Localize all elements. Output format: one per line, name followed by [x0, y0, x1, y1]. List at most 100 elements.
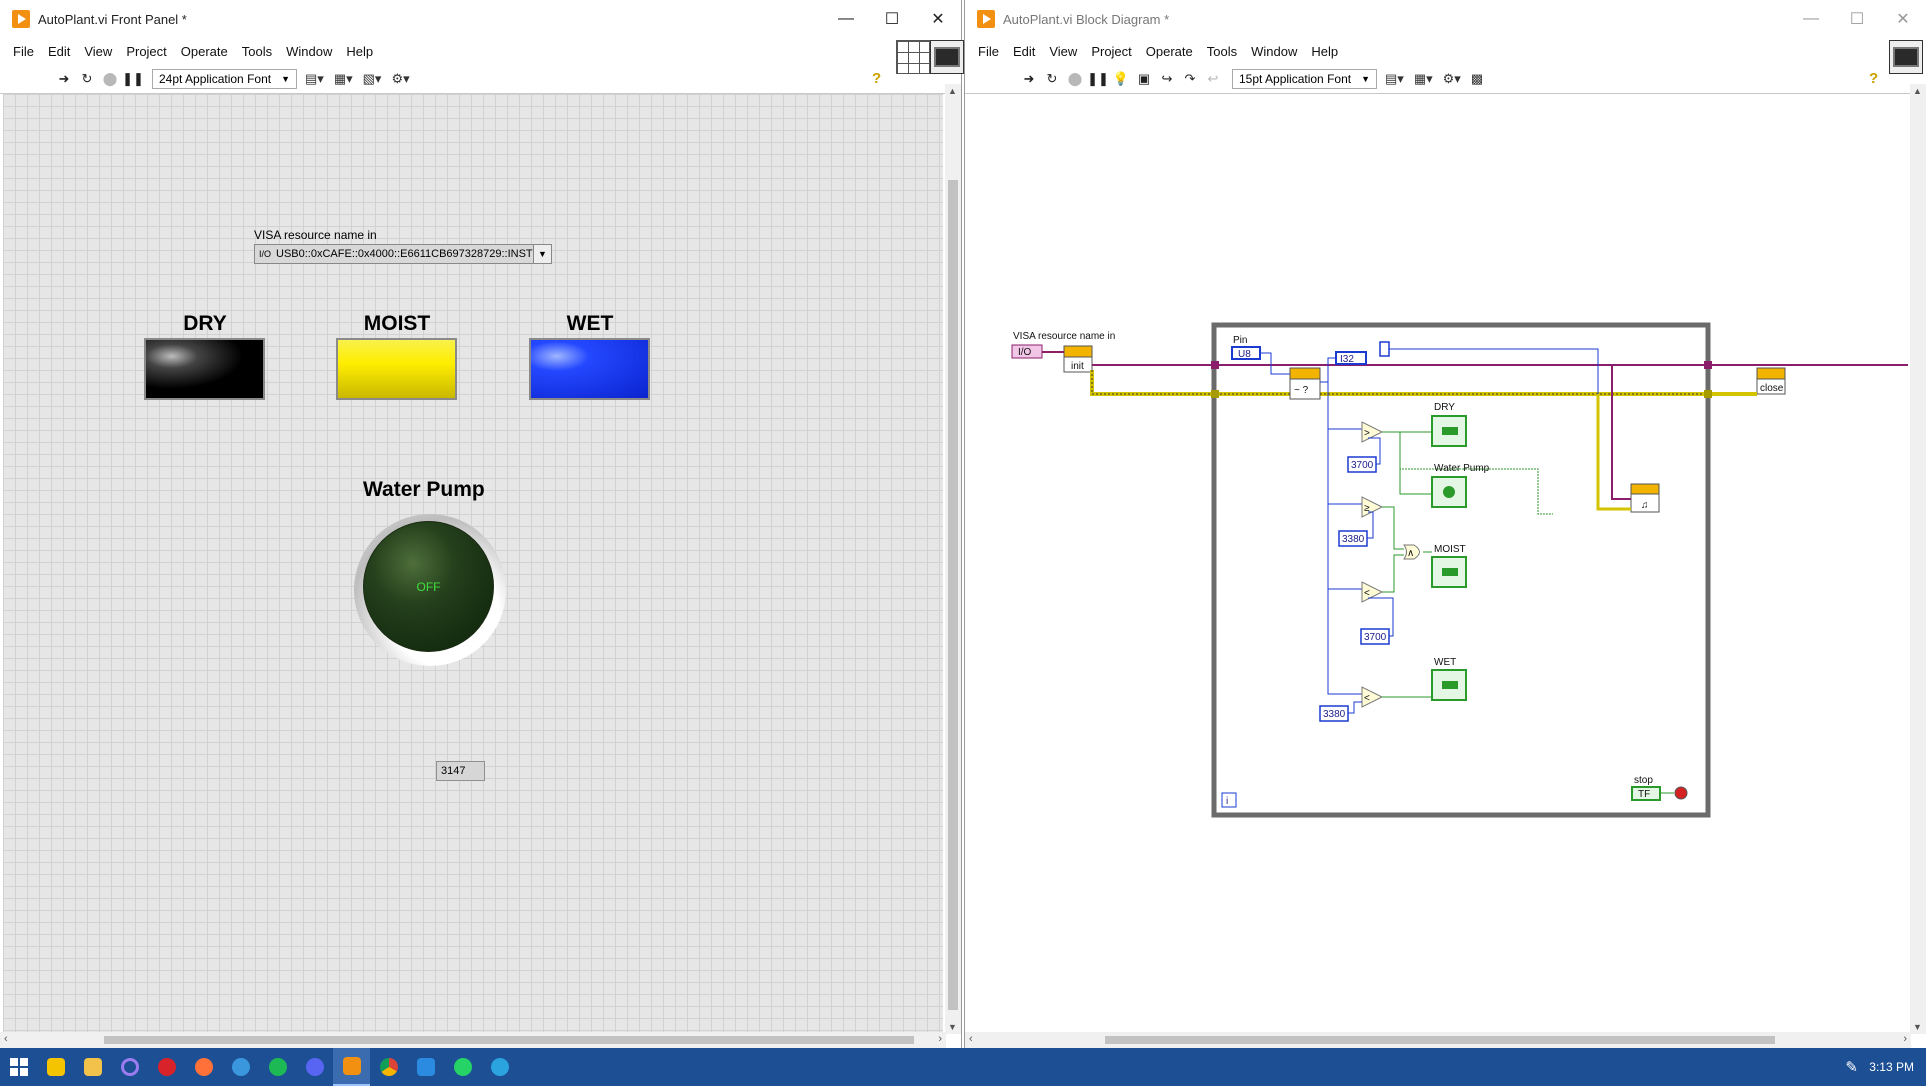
fp-vertical-scrollbar[interactable]: ▲ ▼	[945, 84, 961, 1034]
maximize-button[interactable]: ☐	[884, 11, 900, 28]
run-continuously-icon[interactable]: ↻	[1046, 70, 1058, 86]
chrome-taskbar-item[interactable]	[370, 1048, 407, 1086]
menu-project[interactable]: Project	[1091, 43, 1132, 59]
step-into-icon[interactable]: ↪	[1161, 70, 1173, 86]
align-objects-icon[interactable]: ▤▾	[305, 70, 324, 86]
whatsapp-taskbar-item[interactable]	[444, 1048, 481, 1086]
front-panel-window[interactable]: AutoPlant.vi Front Panel * — ☐ ✕ File Ed…	[0, 0, 964, 1048]
cortana-taskbar-item[interactable]	[111, 1048, 148, 1086]
font-selector[interactable]: 24pt Application Font ▼	[152, 68, 297, 89]
menu-help[interactable]: Help	[1311, 43, 1339, 59]
while-loop[interactable]	[1211, 322, 1711, 818]
wet-led[interactable]	[529, 338, 650, 400]
close-button[interactable]: ✕	[931, 11, 945, 28]
water-pump-indicator[interactable]: OFF	[363, 521, 494, 652]
start-button[interactable]	[0, 1048, 37, 1086]
minimize-button[interactable]: —	[1803, 10, 1819, 27]
moist-led[interactable]	[336, 338, 457, 400]
context-help-icon[interactable]: ?	[872, 70, 882, 87]
dry-comparator[interactable]	[1361, 421, 1384, 443]
fp-titlebar[interactable]: AutoPlant.vi Front Panel * — ☐ ✕	[0, 0, 961, 38]
menu-edit[interactable]: Edit	[1012, 43, 1036, 59]
menu-window[interactable]: Window	[1251, 43, 1298, 59]
scroll-up-icon[interactable]: ▲	[948, 86, 957, 96]
fp-hscroll-thumb[interactable]	[104, 1036, 914, 1044]
reorder-icon[interactable]: ⚙▾	[391, 70, 410, 86]
scroll-down-icon[interactable]: ▼	[948, 1022, 957, 1032]
cleanup-diagram-icon[interactable]: ▩	[1470, 70, 1484, 86]
resize-objects-icon[interactable]: ▧▾	[362, 70, 382, 86]
menu-file[interactable]: File	[13, 43, 34, 59]
run-arrow-icon[interactable]: ➜	[1023, 70, 1035, 86]
visa-resource-control[interactable]: I/O USB0::0xCAFE::0x4000::E6611CB6973287…	[254, 244, 552, 264]
align-objects-icon[interactable]: ▤▾	[1385, 70, 1404, 86]
and-gate[interactable]	[1403, 544, 1420, 560]
distribute-objects-icon[interactable]: ▦▾	[1413, 70, 1433, 86]
step-out-icon[interactable]: ↩	[1207, 70, 1219, 86]
retain-wire-values-icon[interactable]: ▣	[1137, 70, 1151, 86]
moist-high-comparator[interactable]	[1361, 581, 1384, 603]
menu-operate[interactable]: Operate	[180, 43, 228, 59]
bd-hscroll-thumb[interactable]	[1105, 1036, 1775, 1044]
distribute-objects-icon[interactable]: ▦▾	[333, 70, 353, 86]
menu-project[interactable]: Project	[126, 43, 167, 59]
write-subvi[interactable]	[1630, 493, 1660, 513]
run-arrow-icon[interactable]: ➜	[58, 70, 70, 86]
abort-icon[interactable]: ⬤	[102, 70, 118, 86]
highlight-execution-icon[interactable]: 💡	[1112, 70, 1130, 86]
bd-horizontal-scrollbar[interactable]: ‹ ›	[965, 1032, 1911, 1048]
taskbar-clock[interactable]: 3:13 PM	[1869, 1060, 1914, 1074]
analog-read-subvi[interactable]	[1289, 378, 1321, 400]
pen-workspace-icon[interactable]: ✎	[1845, 1059, 1858, 1076]
minimize-button[interactable]: —	[838, 10, 854, 27]
firefox-taskbar-item[interactable]	[185, 1048, 222, 1086]
menu-edit[interactable]: Edit	[47, 43, 71, 59]
file-explorer-taskbar-item[interactable]	[74, 1048, 111, 1086]
block-diagram-window[interactable]: AutoPlant.vi Block Diagram * — ☐ ✕ File …	[964, 0, 1926, 1048]
scroll-right-icon[interactable]: ›	[938, 1033, 942, 1045]
menu-tools[interactable]: Tools	[241, 43, 273, 59]
scroll-left-icon[interactable]: ‹	[4, 1033, 8, 1045]
vi-icon[interactable]	[930, 40, 964, 74]
menu-help[interactable]: Help	[346, 43, 374, 59]
fp-vscroll-thumb[interactable]	[948, 180, 958, 1010]
wet-comparator[interactable]	[1361, 686, 1384, 708]
run-continuously-icon[interactable]: ↻	[81, 70, 93, 86]
step-over-icon[interactable]: ↷	[1184, 70, 1196, 86]
pause-icon[interactable]: ❚❚	[122, 70, 144, 86]
opera-taskbar-item[interactable]	[148, 1048, 185, 1086]
font-selector[interactable]: 15pt Application Font ▼	[1232, 68, 1377, 89]
sticky-notes-taskbar-item[interactable]	[37, 1048, 74, 1086]
bd-titlebar[interactable]: AutoPlant.vi Block Diagram * — ☐ ✕	[965, 0, 1926, 38]
window-app-taskbar-item[interactable]	[407, 1048, 444, 1086]
context-help-icon[interactable]: ?	[1869, 70, 1879, 87]
menu-file[interactable]: File	[978, 43, 999, 59]
labview-taskbar-item[interactable]	[333, 1048, 370, 1086]
dry-led[interactable]	[144, 338, 265, 400]
scroll-right-icon[interactable]: ›	[1903, 1033, 1907, 1045]
menu-operate[interactable]: Operate	[1145, 43, 1193, 59]
menu-view[interactable]: View	[1049, 43, 1078, 59]
close-button[interactable]: ✕	[1896, 11, 1910, 28]
vi-icon[interactable]	[1889, 40, 1923, 74]
connector-pane-icon[interactable]	[896, 40, 930, 74]
abort-icon[interactable]: ⬤	[1067, 70, 1083, 86]
telegram-taskbar-item[interactable]	[481, 1048, 518, 1086]
reorder-icon[interactable]: ⚙▾	[1442, 70, 1461, 86]
visa-dropdown-button[interactable]: ▼	[533, 245, 551, 263]
fp-horizontal-scrollbar[interactable]: ‹ ›	[0, 1032, 946, 1048]
scroll-down-icon[interactable]: ▼	[1913, 1022, 1922, 1032]
discord-taskbar-item[interactable]	[296, 1048, 333, 1086]
menu-tools[interactable]: Tools	[1206, 43, 1238, 59]
maximize-button[interactable]: ☐	[1849, 11, 1865, 28]
close-subvi[interactable]	[1756, 378, 1786, 395]
menu-window[interactable]: Window	[286, 43, 333, 59]
menu-view[interactable]: View	[84, 43, 113, 59]
scroll-up-icon[interactable]: ▲	[1913, 86, 1922, 96]
scroll-left-icon[interactable]: ‹	[969, 1033, 973, 1045]
loop-condition-terminal[interactable]	[1674, 786, 1688, 800]
bd-vertical-scrollbar[interactable]: ▲ ▼	[1910, 84, 1926, 1034]
pause-icon[interactable]: ❚❚	[1087, 70, 1109, 86]
edge-taskbar-item[interactable]	[222, 1048, 259, 1086]
spotify-taskbar-item[interactable]	[259, 1048, 296, 1086]
